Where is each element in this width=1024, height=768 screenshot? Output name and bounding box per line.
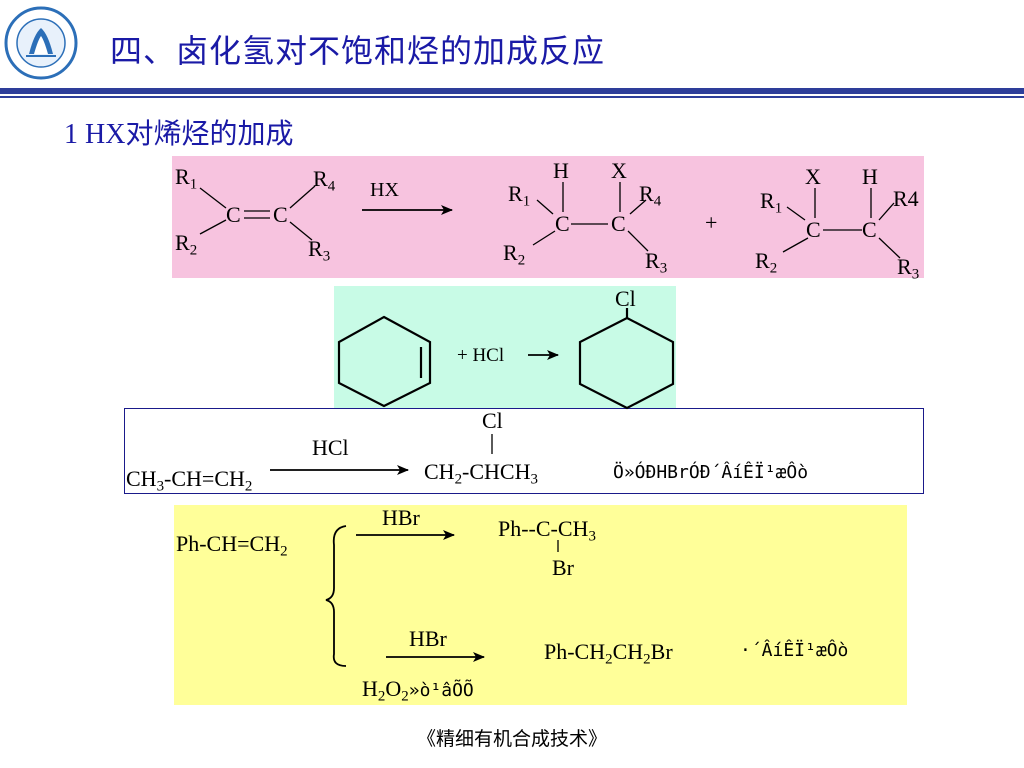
peroxide-condition: H2O2»ò¹âÕÕ xyxy=(362,676,474,705)
r2-label: R2 xyxy=(175,230,198,259)
br-label-upper: Br xyxy=(552,555,574,580)
chloropropane-formula: CH2-CHCH3 xyxy=(424,459,538,488)
propene-formula: CH3-CH=CH2 xyxy=(126,466,253,495)
p2-r4: R4 xyxy=(893,186,919,211)
r3-label: R3 xyxy=(308,236,331,265)
plus-sign: + xyxy=(705,210,718,235)
footer-course-title: 《精细有机合成技术》 xyxy=(416,728,607,750)
hcl-reagent-propene: HCl xyxy=(312,435,349,460)
p1-r4: R4 xyxy=(639,181,662,210)
header-divider-thin xyxy=(0,96,1024,98)
school-seal-icon xyxy=(4,6,78,80)
hx-reagent: HX xyxy=(370,179,399,201)
hbr-reagent-upper: HBr xyxy=(382,505,420,530)
carbon-2: C xyxy=(273,202,288,227)
p2-h: H xyxy=(862,164,878,189)
p2-r1: R1 xyxy=(760,188,783,217)
p2-r3: R3 xyxy=(897,254,920,283)
r4-label: R4 xyxy=(313,166,336,195)
p2-x: X xyxy=(805,164,821,189)
p1-r3: R3 xyxy=(645,248,668,277)
p1-x: X xyxy=(611,158,627,183)
cl-substituent-cyclo: Cl xyxy=(615,286,636,311)
carbon-1: C xyxy=(226,202,241,227)
p1-h: H xyxy=(553,158,569,183)
p2-c1: C xyxy=(806,217,821,242)
upper-product-formula: Ph--C-CH3 xyxy=(498,516,596,545)
p1-c2: C xyxy=(611,211,626,236)
styrene-reaction-panel xyxy=(174,505,907,705)
lower-product-formula: Ph-CH2CH2Br xyxy=(544,639,673,668)
r1-label: R1 xyxy=(175,164,198,193)
styrene-formula: Ph-CH=CH2 xyxy=(176,531,288,560)
markovnikov-note: Ö»ÓÐHBrÓÐ´ÂíÊÏ¹æÔò xyxy=(613,462,809,483)
p1-r2: R2 xyxy=(503,240,526,269)
header-divider xyxy=(0,88,1024,94)
hbr-reagent-lower: HBr xyxy=(409,626,447,651)
p1-r1: R1 xyxy=(508,181,531,210)
section-subtitle: 1 HX对烯烃的加成 xyxy=(64,119,294,150)
hcl-reagent-cyclo: + HCl xyxy=(457,345,505,366)
anti-markovnikov-note: ·´ÂíÊÏ¹æÔò xyxy=(740,640,849,661)
p1-c1: C xyxy=(555,211,570,236)
p2-c2: C xyxy=(862,217,877,242)
p2-r2: R2 xyxy=(755,248,778,277)
propene-reaction-panel xyxy=(124,408,924,494)
page-title: 四、卤化氢对不饱和烃的加成反应 xyxy=(110,32,606,70)
cl-label-propene: Cl xyxy=(482,408,503,433)
